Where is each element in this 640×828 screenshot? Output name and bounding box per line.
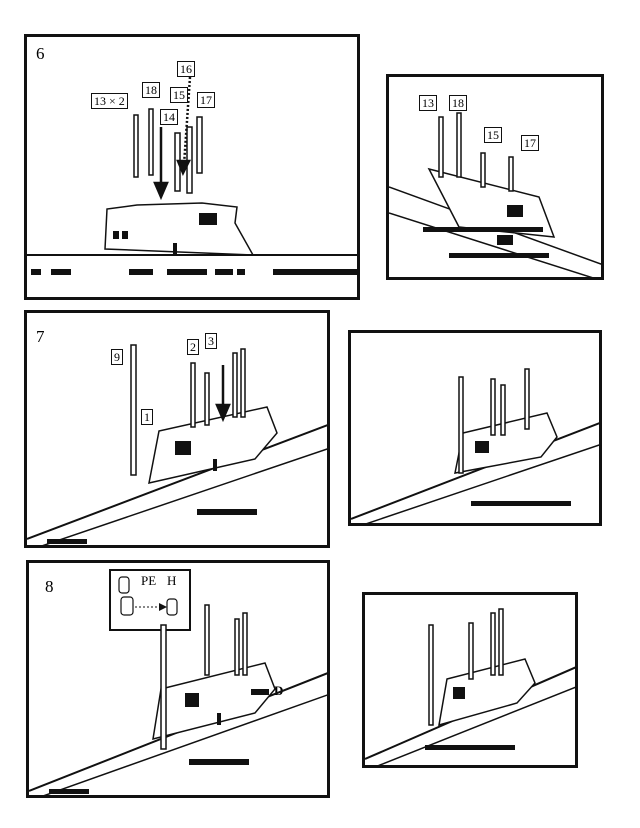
step-6-detail-drawing [389,112,601,277]
pe-detail-inset: PE H [109,569,191,631]
step-6-drawing [27,76,357,275]
step-number: 6 [36,44,45,63]
part-label-9: 9 [111,349,123,365]
step-number: 7 [36,327,45,346]
step-7-result-drawing [351,368,599,523]
part-label-13: 13 × 2 [91,93,128,109]
step-7-result-panel [348,330,602,526]
detail-label-17: 17 [521,135,539,151]
pe-part-drawing [118,576,178,616]
step-7-panel: 7 9 2 3 1 [24,310,330,548]
detail-label-15: 15 [484,127,502,143]
step-number: 8 [45,577,54,596]
step-7-drawing [27,344,327,545]
pe-label: PE [141,573,157,588]
step-8-result-panel [362,592,578,768]
part-label-18: 18 [142,82,160,98]
detail-label-18: 18 [449,95,467,111]
part-label-1: 1 [141,409,153,425]
step-8-result-drawing [365,608,575,765]
part-label-17: 17 [197,92,215,108]
part-label-h: H [167,573,177,588]
step-6-panel: 6 13 × 2 18 15 16 14 17 [24,34,360,300]
part-label-16: 16 [177,61,195,77]
detail-label-13: 13 [419,95,437,111]
part-label-2: 2 [187,339,199,355]
part-label-d: D [274,683,284,698]
part-label-3: 3 [205,333,217,349]
part-label-15: 15 [170,87,188,103]
part-label-14: 14 [160,109,178,125]
step-8-panel: 8 PE H D [26,560,330,798]
step-6-detail-panel: 13 18 15 17 [386,74,604,280]
step-8-drawing [29,604,327,795]
